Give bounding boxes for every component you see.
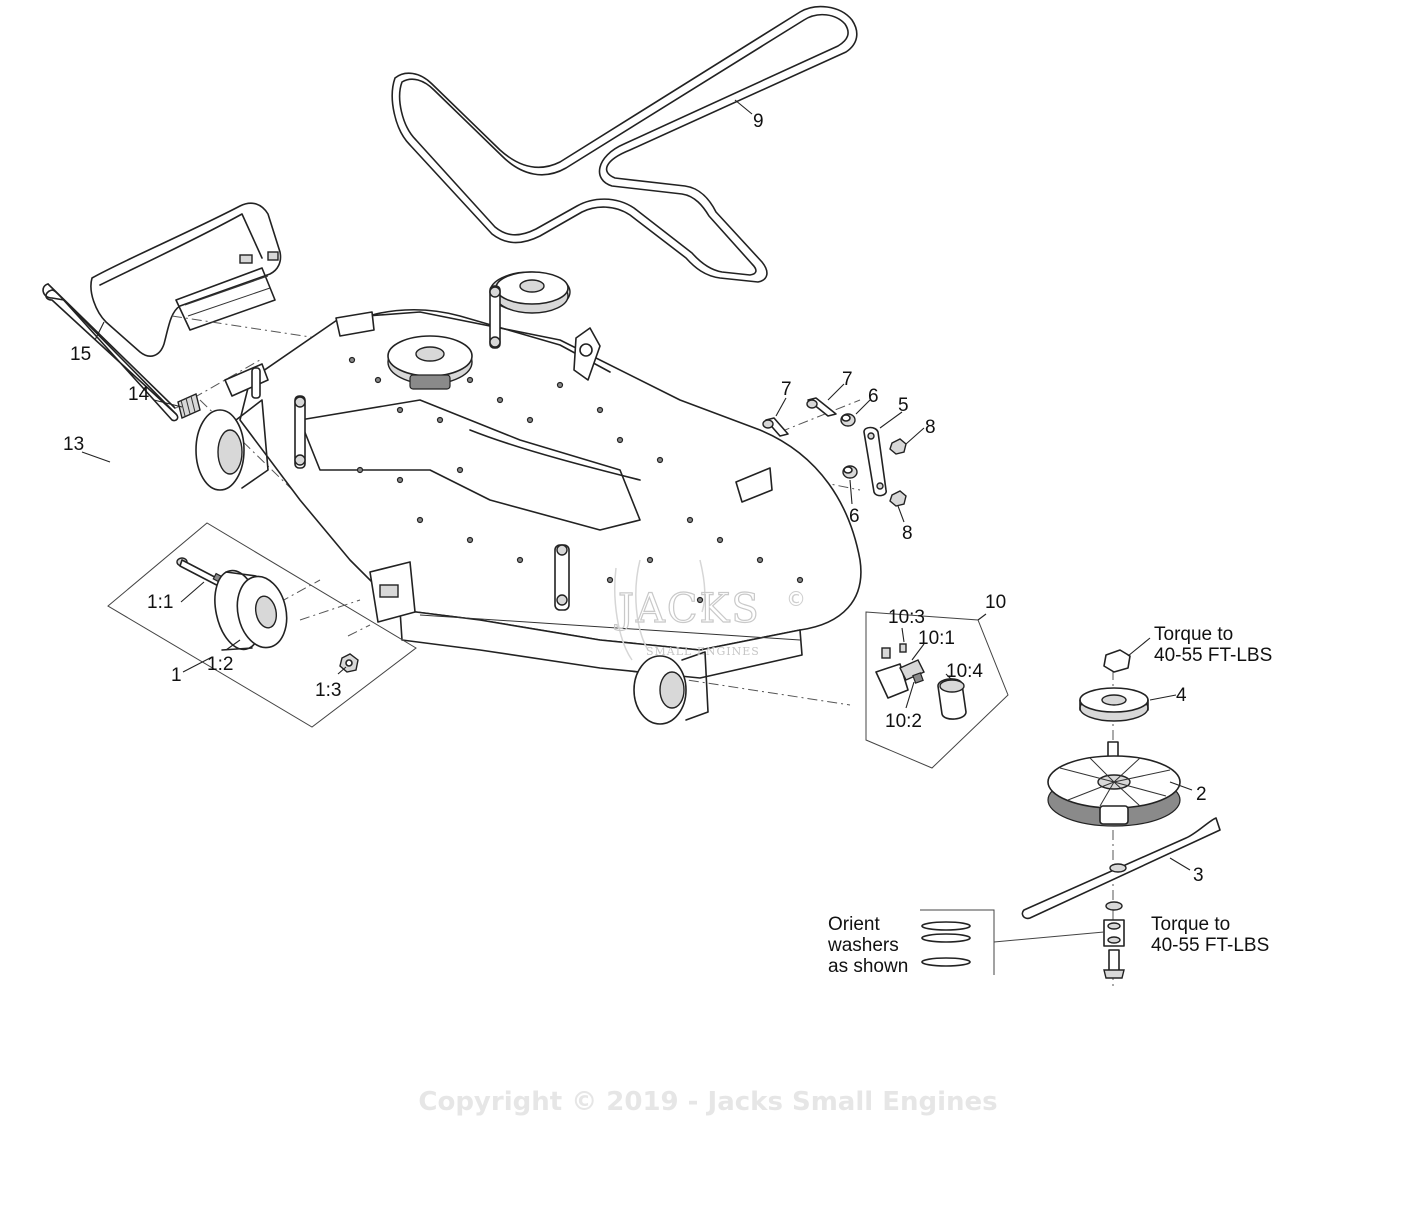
callout-8-a[interactable]: 8 xyxy=(925,417,936,438)
callout-1-2[interactable]: 1:2 xyxy=(207,654,233,675)
callout-7-b[interactable]: 7 xyxy=(842,369,853,390)
discharge-chute[interactable] xyxy=(90,202,282,357)
callout-10-3[interactable]: 10:3 xyxy=(888,607,925,628)
watermark-logo-mark: © xyxy=(786,587,806,611)
callout-10-1[interactable]: 10:1 xyxy=(918,628,955,649)
height-adjust-arm-rear xyxy=(489,285,501,349)
watermark-logo-text: JACKS xyxy=(614,586,761,632)
height-adjust-arm-front xyxy=(554,544,570,611)
jacks-watermark: JACKS © SMALL ENGINES xyxy=(613,559,806,661)
copyright-text: Copyright © 2019 - Jacks Small Engines xyxy=(418,1087,997,1117)
locknut xyxy=(339,653,359,673)
orient-note-line2: washers xyxy=(827,935,899,956)
detail-box-1 xyxy=(107,522,417,728)
watermark-logo-sub: SMALL ENGINES xyxy=(646,645,760,658)
callout-9[interactable]: 9 xyxy=(753,111,764,132)
callout-3[interactable]: 3 xyxy=(1193,865,1204,886)
callout-6-b[interactable]: 6 xyxy=(849,506,860,527)
callout-10[interactable]: 10 xyxy=(985,592,1006,613)
callout-10-2[interactable]: 10:2 xyxy=(885,711,922,732)
callout-5[interactable]: 5 xyxy=(898,395,909,416)
spring[interactable] xyxy=(177,393,201,419)
torque-note-top-line2: 40-55 FT-LBS xyxy=(1154,645,1272,666)
callout-7-a[interactable]: 7 xyxy=(781,379,792,400)
orient-note-line1: Orient xyxy=(828,914,880,935)
callout-6-a[interactable]: 6 xyxy=(868,386,879,407)
callout-8-b[interactable]: 8 xyxy=(902,523,913,544)
torque-note-bottom-line1: Torque to xyxy=(1151,914,1230,935)
callout-1-1[interactable]: 1:1 xyxy=(147,592,173,613)
leader-lines xyxy=(81,99,1193,871)
torque-note-top-line1: Torque to xyxy=(1154,624,1233,645)
torque-note-bottom-line2: 40-55 FT-LBS xyxy=(1151,935,1269,956)
drive-belt[interactable] xyxy=(391,5,858,283)
mower-deck[interactable] xyxy=(195,271,862,725)
callout-14[interactable]: 14 xyxy=(128,384,150,405)
detail-box-10 xyxy=(865,611,1009,769)
orient-note-line3: as shown xyxy=(828,956,908,977)
callout-4[interactable]: 4 xyxy=(1176,685,1187,706)
washer-detail xyxy=(920,909,1105,975)
height-adjust-arm-left xyxy=(294,395,306,469)
callout-labels: 9 15 14 13 1:1 1:2 1 1:3 7 7 6 5 8 6 8 1… xyxy=(63,111,1207,886)
callout-10-4[interactable]: 10:4 xyxy=(946,661,983,682)
torque-note-top: Torque to 40-55 FT-LBS xyxy=(1154,624,1272,666)
pin-rod[interactable] xyxy=(42,283,179,422)
orient-washers-note: Orient washers as shown xyxy=(827,914,908,977)
callout-15[interactable]: 15 xyxy=(70,344,91,365)
roller-wheel xyxy=(214,569,288,651)
callout-1[interactable]: 1 xyxy=(171,665,182,686)
callout-1-3[interactable]: 1:3 xyxy=(315,680,341,701)
callout-13[interactable]: 13 xyxy=(63,434,84,455)
bracket-hardware[interactable] xyxy=(762,397,907,507)
spindle-stack[interactable] xyxy=(1021,649,1221,979)
callout-2[interactable]: 2 xyxy=(1196,784,1207,805)
torque-note-bottom: Torque to 40-55 FT-LBS xyxy=(1151,914,1269,956)
deck-holes xyxy=(348,356,804,604)
